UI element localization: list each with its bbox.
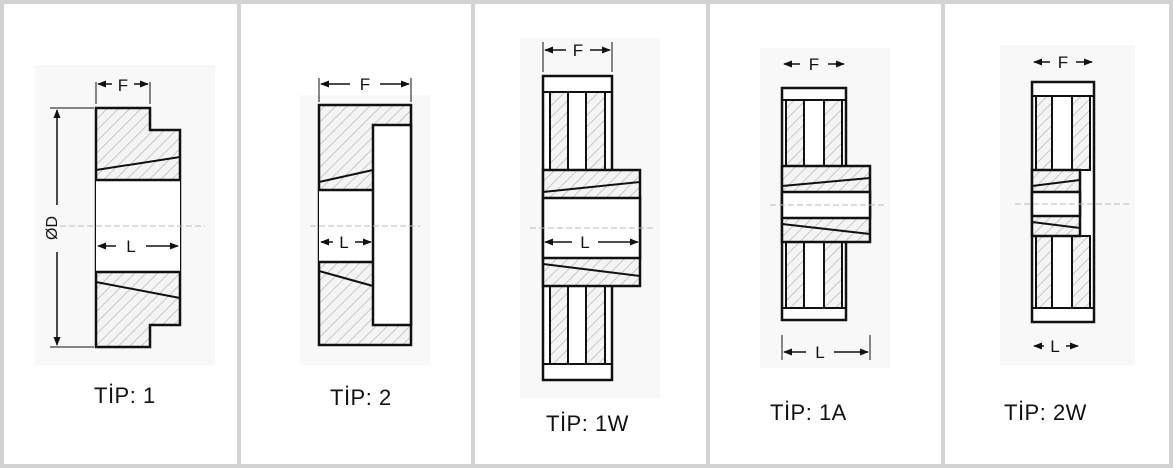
type-2-length-label: L (339, 233, 348, 252)
panel-divider (237, 4, 241, 464)
type-1w-face-label: F (573, 41, 583, 60)
panel-divider (471, 4, 475, 464)
type-1w-length-label: L (580, 233, 589, 252)
type-1a-drawing (760, 48, 890, 368)
type-2w-drawing (1000, 45, 1135, 365)
panel-divider (706, 4, 710, 464)
type-2-drawing (300, 78, 430, 365)
type-2-face-label: F (360, 75, 370, 94)
type-2w-caption: TİP: 2W (1004, 400, 1087, 425)
type-2-caption: TİP: 2 (330, 385, 392, 410)
panel-divider (941, 4, 945, 464)
type-2w-face-label: F (1058, 53, 1068, 72)
type-1-face-label: F (118, 76, 128, 95)
type-1a-caption: TİP: 1A (770, 400, 847, 425)
type-1a-face-label: F (809, 55, 819, 74)
type-1w-caption: TİP: 1W (546, 411, 629, 436)
type-1-caption: TİP: 1 (94, 383, 156, 408)
type-1a-length-label: L (815, 343, 824, 362)
type-1-diameter-label: ØD (44, 216, 61, 240)
type-1w-drawing (520, 38, 660, 398)
type-1-drawing (35, 65, 215, 365)
type-1-length-label: L (126, 237, 135, 256)
type-2w-length-label: L (1050, 337, 1059, 356)
